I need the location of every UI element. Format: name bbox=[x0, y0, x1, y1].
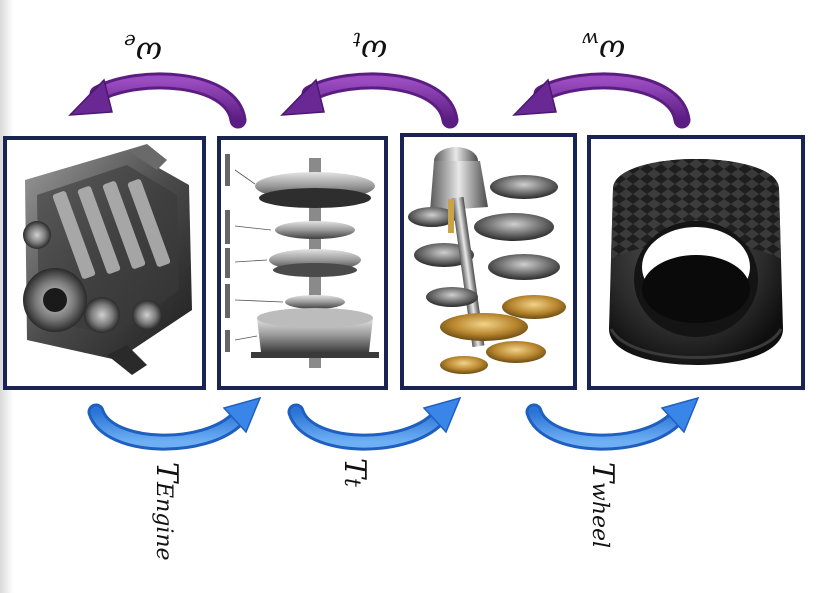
torque-arrow-engine bbox=[87, 396, 262, 451]
speed-label-engine: ωe bbox=[124, 30, 162, 72]
torque-symbol: T bbox=[337, 458, 372, 479]
speed-subscript: t bbox=[353, 28, 361, 51]
torque-converter-exploded-image bbox=[221, 140, 384, 386]
engine-panel bbox=[3, 136, 206, 390]
speed-arrow-turbine bbox=[280, 72, 459, 129]
speed-subscript: e bbox=[124, 30, 136, 53]
tire-image bbox=[591, 139, 801, 386]
speed-arrow-wheel bbox=[512, 72, 691, 129]
torque-arrow-turbine bbox=[287, 396, 462, 451]
torque-subscript: t bbox=[339, 478, 364, 487]
torque-arrow-wheel bbox=[525, 396, 700, 451]
torque-symbol: T bbox=[585, 462, 620, 483]
torque-symbol: T bbox=[149, 462, 184, 483]
gearbox-image bbox=[404, 137, 573, 386]
wheel-panel bbox=[587, 135, 805, 390]
speed-label-turbine: ωt bbox=[353, 28, 387, 70]
speed-subscript: w bbox=[582, 28, 599, 51]
torque-label-engine: TEngine bbox=[149, 462, 184, 561]
torque-subscript: Engine bbox=[151, 482, 176, 561]
speed-symbol: ω bbox=[360, 32, 388, 71]
torque-converter-panel bbox=[217, 136, 388, 390]
speed-label-wheel: ωw bbox=[582, 28, 625, 70]
speed-symbol: ω bbox=[598, 32, 626, 71]
torque-subscript: wheel bbox=[587, 482, 612, 549]
speed-symbol: ω bbox=[135, 34, 162, 73]
gearbox-panel bbox=[400, 133, 577, 390]
torque-label-wheel: Twheel bbox=[585, 462, 620, 548]
engine-image bbox=[7, 140, 202, 386]
speed-arrow-engine bbox=[68, 72, 247, 129]
torque-label-turbine: Tt bbox=[337, 458, 372, 487]
